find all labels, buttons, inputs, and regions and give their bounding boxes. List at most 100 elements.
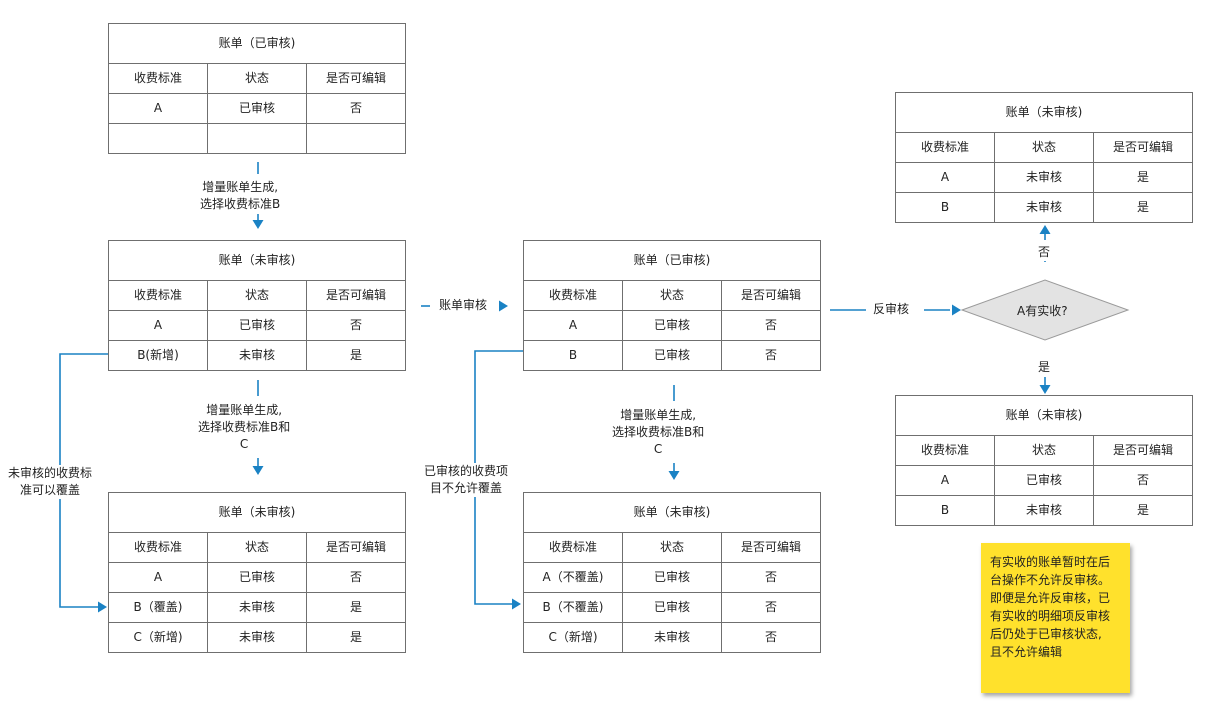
cell-status	[208, 124, 307, 153]
arrowhead-t2-t3	[252, 466, 264, 475]
note-line: 有实收的明细项反审核	[990, 609, 1111, 623]
cell-status: 已审核	[208, 94, 307, 123]
table-title: 账单（未审核)	[524, 493, 820, 533]
cell-editable: 否	[349, 101, 362, 115]
label-generate-bc-right: 增量账单生成, 选择收费标准B和 C	[612, 407, 705, 458]
header-fee-standard: 收费标准	[896, 133, 995, 162]
cell-fee-standard: B	[524, 341, 623, 370]
header-fee-standard: 收费标准	[109, 64, 208, 93]
header-editable: 是否可编辑	[325, 288, 386, 302]
cell-editable: 否	[764, 348, 777, 362]
header-fee-standard: 收费标准	[109, 281, 208, 310]
label-line: 选择收费标准B和	[198, 420, 291, 434]
label-line: C	[239, 437, 249, 451]
cell-status: 未审核	[995, 193, 1094, 222]
cell-status: 未审核	[995, 163, 1094, 192]
header-status: 状态	[623, 533, 722, 562]
cell-status: 未审核	[623, 623, 722, 652]
label-no: 否	[1038, 244, 1051, 261]
header-status: 状态	[995, 133, 1094, 162]
cell-editable: 否	[764, 630, 777, 644]
table-row: C（新增)未审核 是	[109, 623, 405, 652]
table-title: 账单（已审核)	[524, 241, 820, 281]
cell-status: 已审核	[623, 563, 722, 592]
table-row: A（不覆盖)已审核 否	[524, 563, 820, 593]
cell-fee-standard: C（新增)	[109, 623, 208, 652]
cell-fee-standard: B	[896, 193, 995, 222]
cell-fee-standard: B(新增)	[109, 341, 208, 370]
header-status: 状态	[208, 281, 307, 310]
cell-fee-standard: B（不覆盖)	[524, 593, 623, 622]
cell-fee-standard: C（新增)	[524, 623, 623, 652]
label-line: 准可以覆盖	[20, 483, 81, 497]
cell-fee-standard: A（不覆盖)	[524, 563, 623, 592]
table-header-row: 收费标准状态是否可编辑	[896, 436, 1192, 466]
arrowhead-diamond	[952, 304, 961, 316]
label-line: C	[653, 442, 663, 456]
cell-fee-standard: A	[109, 311, 208, 340]
cell-editable: 否	[764, 318, 777, 332]
header-status: 状态	[995, 436, 1094, 465]
arrowhead-review	[499, 300, 508, 312]
table-title: 账单（已审核)	[109, 24, 405, 64]
cell-editable: 是	[1136, 503, 1149, 517]
label-unreviewed-can-overwrite: 未审核的收费标准可以覆盖	[8, 465, 93, 499]
cell-editable: 否	[349, 570, 362, 584]
cell-editable: 是	[349, 630, 362, 644]
table-header-row: 收费标准状态 是否可编辑	[109, 281, 405, 311]
label-yes: 是	[1038, 359, 1051, 376]
cell-editable: 是	[1136, 170, 1149, 184]
table-row: B（覆盖)未审核 是	[109, 593, 405, 623]
label-reverse-review: 反审核	[873, 301, 910, 318]
decision-text: A有实收?	[1017, 304, 1068, 318]
table-title: 账单（未审核)	[896, 93, 1192, 133]
cell-editable	[307, 124, 405, 153]
label-line: 增量账单生成,	[620, 408, 697, 422]
header-fee-standard: 收费标准	[896, 436, 995, 465]
cell-editable: 否	[764, 570, 777, 584]
label-bill-review: 账单审核	[439, 297, 488, 314]
cell-status: 已审核	[623, 311, 722, 340]
cell-fee-standard: B（覆盖)	[109, 593, 208, 622]
arrowhead-no-overwrite	[512, 598, 521, 610]
arrowhead-t1-t2	[252, 220, 264, 229]
header-editable: 是否可编辑	[325, 540, 386, 554]
header-editable: 是否可编辑	[1112, 140, 1173, 154]
table-header-row: 收费标准状态是否可编辑	[109, 64, 405, 94]
header-status: 状态	[208, 64, 307, 93]
cell-editable: 是	[349, 600, 362, 614]
label-line: 选择收费标准B和	[612, 425, 705, 439]
note-line: 后仍处于已审核状态,	[990, 627, 1102, 641]
note-line: 有实收的账单暂时在后	[990, 555, 1111, 569]
header-fee-standard: 收费标准	[524, 281, 623, 310]
label-line: 已审核的收费项	[424, 464, 509, 478]
table-row: B（不覆盖)已审核否	[524, 593, 820, 623]
cell-fee-standard: A	[109, 94, 208, 123]
label-reviewed-cannot-overwrite: 已审核的收费项目不允许覆盖	[424, 463, 509, 497]
cell-status: 未审核	[208, 341, 307, 370]
header-editable: 是否可编辑	[740, 540, 801, 554]
cell-status: 已审核	[623, 341, 722, 370]
cell-status: 未审核	[208, 593, 307, 622]
table-title: 账单（未审核)	[109, 493, 405, 533]
cell-status: 未审核	[208, 623, 307, 652]
cell-editable: 否	[349, 318, 362, 332]
cell-status: 已审核	[623, 593, 722, 622]
header-fee-standard: 收费标准	[524, 533, 623, 562]
label-line: 未审核的收费标	[8, 466, 93, 480]
cell-fee-standard: A	[524, 311, 623, 340]
header-editable: 是否可编辑	[740, 288, 801, 302]
cell-fee-standard	[109, 124, 208, 153]
